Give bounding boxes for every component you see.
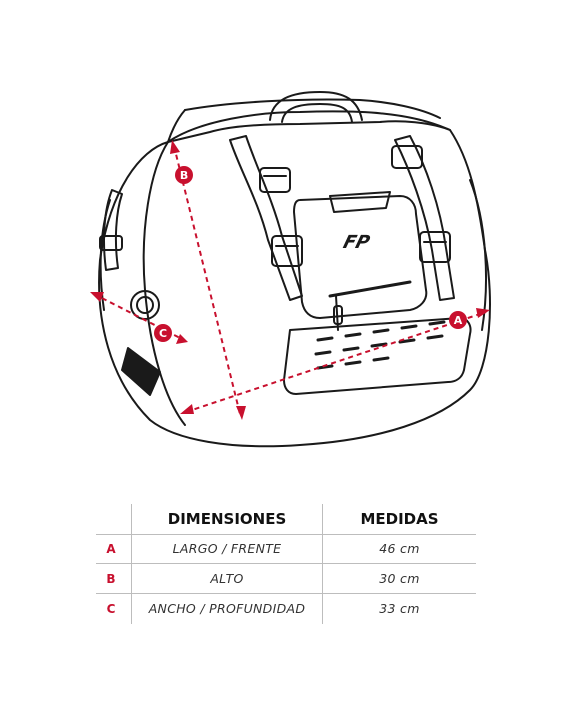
marker-c: C [154, 324, 172, 342]
dimension-table: DIMENSIONES MEDIDAS A LARGO / FRENTE 46 … [96, 504, 476, 624]
dimension-line-b [173, 145, 241, 415]
row-a-measure: 46 cm [379, 541, 420, 556]
row-c-letter: C [106, 601, 116, 616]
pocket-zipper [328, 280, 412, 298]
marker-a: A [449, 311, 467, 329]
row-c-dimension: ANCHO / PROFUNDIDAD [148, 601, 306, 616]
table-rule-3 [96, 593, 476, 594]
arrowhead-b-top [170, 140, 180, 154]
arrowhead-c-right [176, 334, 188, 344]
top-handle [269, 91, 363, 121]
svg-text:FP: FP [341, 232, 373, 253]
row-a-letter: A [106, 541, 116, 556]
marker-b: B [175, 166, 193, 184]
svg-text:B: B [180, 169, 188, 182]
arrowhead-c-left [90, 292, 104, 302]
dimension-line-a [185, 311, 487, 413]
row-b-letter: B [106, 571, 116, 586]
bag-body-outline [98, 120, 491, 448]
bag-illustration: FP A B C [90, 91, 491, 448]
arrowhead-a-left [180, 404, 194, 414]
row-c-measure: 33 cm [379, 601, 420, 616]
table-rule-1 [96, 534, 476, 535]
svg-text:A: A [454, 314, 463, 327]
right-buckle-top [391, 145, 423, 169]
table-divider-2 [322, 504, 323, 624]
arrowhead-a-right [476, 308, 490, 318]
front-lower-panel [283, 317, 472, 395]
arrowhead-b-bottom [236, 406, 246, 420]
row-b-measure: 30 cm [379, 571, 420, 586]
table-divider-1 [131, 504, 132, 624]
svg-text:C: C [159, 327, 167, 340]
front-pocket-panel [293, 195, 428, 319]
brand-logo: FP [341, 232, 373, 253]
row-b-dimension: ALTO [210, 571, 244, 586]
left-buckle-top [259, 167, 291, 193]
bag-top-fold [167, 110, 451, 143]
table-rule-2 [96, 563, 476, 564]
left-buckle-bottom [271, 235, 303, 267]
header-dimension: DIMENSIONES [167, 510, 287, 528]
vent-slots [314, 320, 446, 370]
header-measure: MEDIDAS [360, 510, 439, 528]
left-side-strap [103, 189, 123, 271]
left-shoulder-strap [229, 135, 303, 301]
row-a-dimension: LARGO / FRENTE [172, 541, 282, 556]
